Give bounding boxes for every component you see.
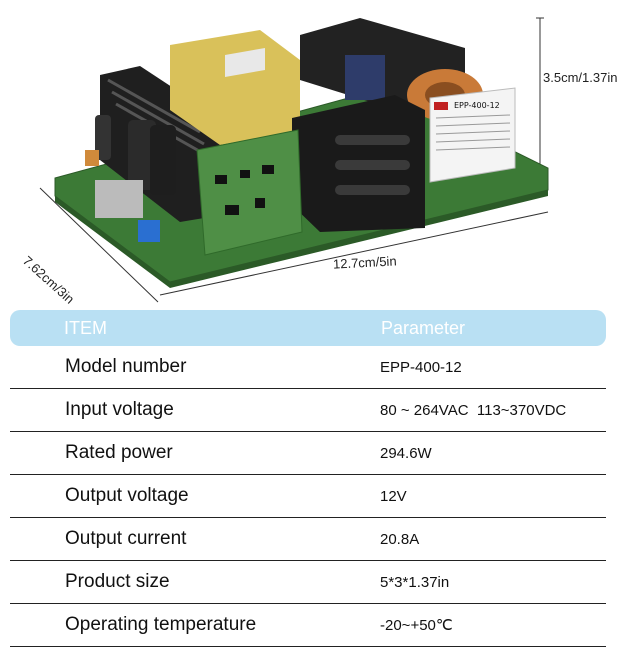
capacitor xyxy=(345,55,385,100)
transformer xyxy=(170,30,300,145)
table-row: Output current 20.8A xyxy=(10,518,606,561)
row-item: Input voltage xyxy=(65,399,174,420)
row-item: Model number xyxy=(65,356,187,377)
table-row: Operating temperature -20~+50℃ xyxy=(10,604,606,647)
capacitor xyxy=(150,125,176,195)
row-value: EPP-400-12 xyxy=(380,358,462,376)
table-row: Rated power 294.6W xyxy=(10,432,606,475)
row-item: Rated power xyxy=(65,442,173,463)
table-row: Output voltage 12V xyxy=(10,475,606,518)
label-model-text: EPP-400-12 xyxy=(454,101,500,110)
brand-logo xyxy=(434,102,448,110)
row-item: Product size xyxy=(65,571,170,592)
table-row: Input voltage 80 ~ 264VAC 113~370VDC xyxy=(10,389,606,432)
width-dimension-line xyxy=(39,187,159,303)
row-value: 20.8A xyxy=(380,530,420,548)
capacitor xyxy=(95,115,111,160)
row-value: 12V xyxy=(380,487,407,505)
power-supply-illustration: EPP-400-12 xyxy=(39,17,549,303)
row-value: 80 ~ 264VAC 113~370VDC xyxy=(380,401,567,419)
daughter-board xyxy=(196,129,303,256)
row-value: -20~+50℃ xyxy=(380,617,453,634)
table-row: Product size 5*3*1.37in xyxy=(10,561,606,604)
product-label xyxy=(429,87,516,183)
spec-table: ITEM Parameter Model number EPP-400-12 I… xyxy=(10,310,606,647)
product-photo: EPP-400-12 3.5cm/1.37in 12.7cm/5in 7.62c… xyxy=(0,0,640,307)
length-dimension-line xyxy=(159,211,549,296)
row-item: Operating temperature xyxy=(65,614,257,635)
capacitor xyxy=(128,120,156,190)
row-value: 5*3*1.37in xyxy=(380,573,450,591)
table-row: Model number EPP-400-12 xyxy=(10,346,606,389)
row-value: 294.6W xyxy=(380,444,432,462)
row-item: Output voltage xyxy=(65,485,189,506)
table-header: ITEM Parameter xyxy=(10,310,606,346)
row-item: Output current xyxy=(65,528,187,549)
dimension-lines xyxy=(39,17,549,303)
height-dimension: 3.5cm/1.37in xyxy=(543,70,618,85)
terminal-block xyxy=(95,180,143,218)
trim-potentiometer xyxy=(138,220,160,242)
header-item: ITEM xyxy=(64,317,107,338)
header-parameter: Parameter xyxy=(381,317,466,338)
